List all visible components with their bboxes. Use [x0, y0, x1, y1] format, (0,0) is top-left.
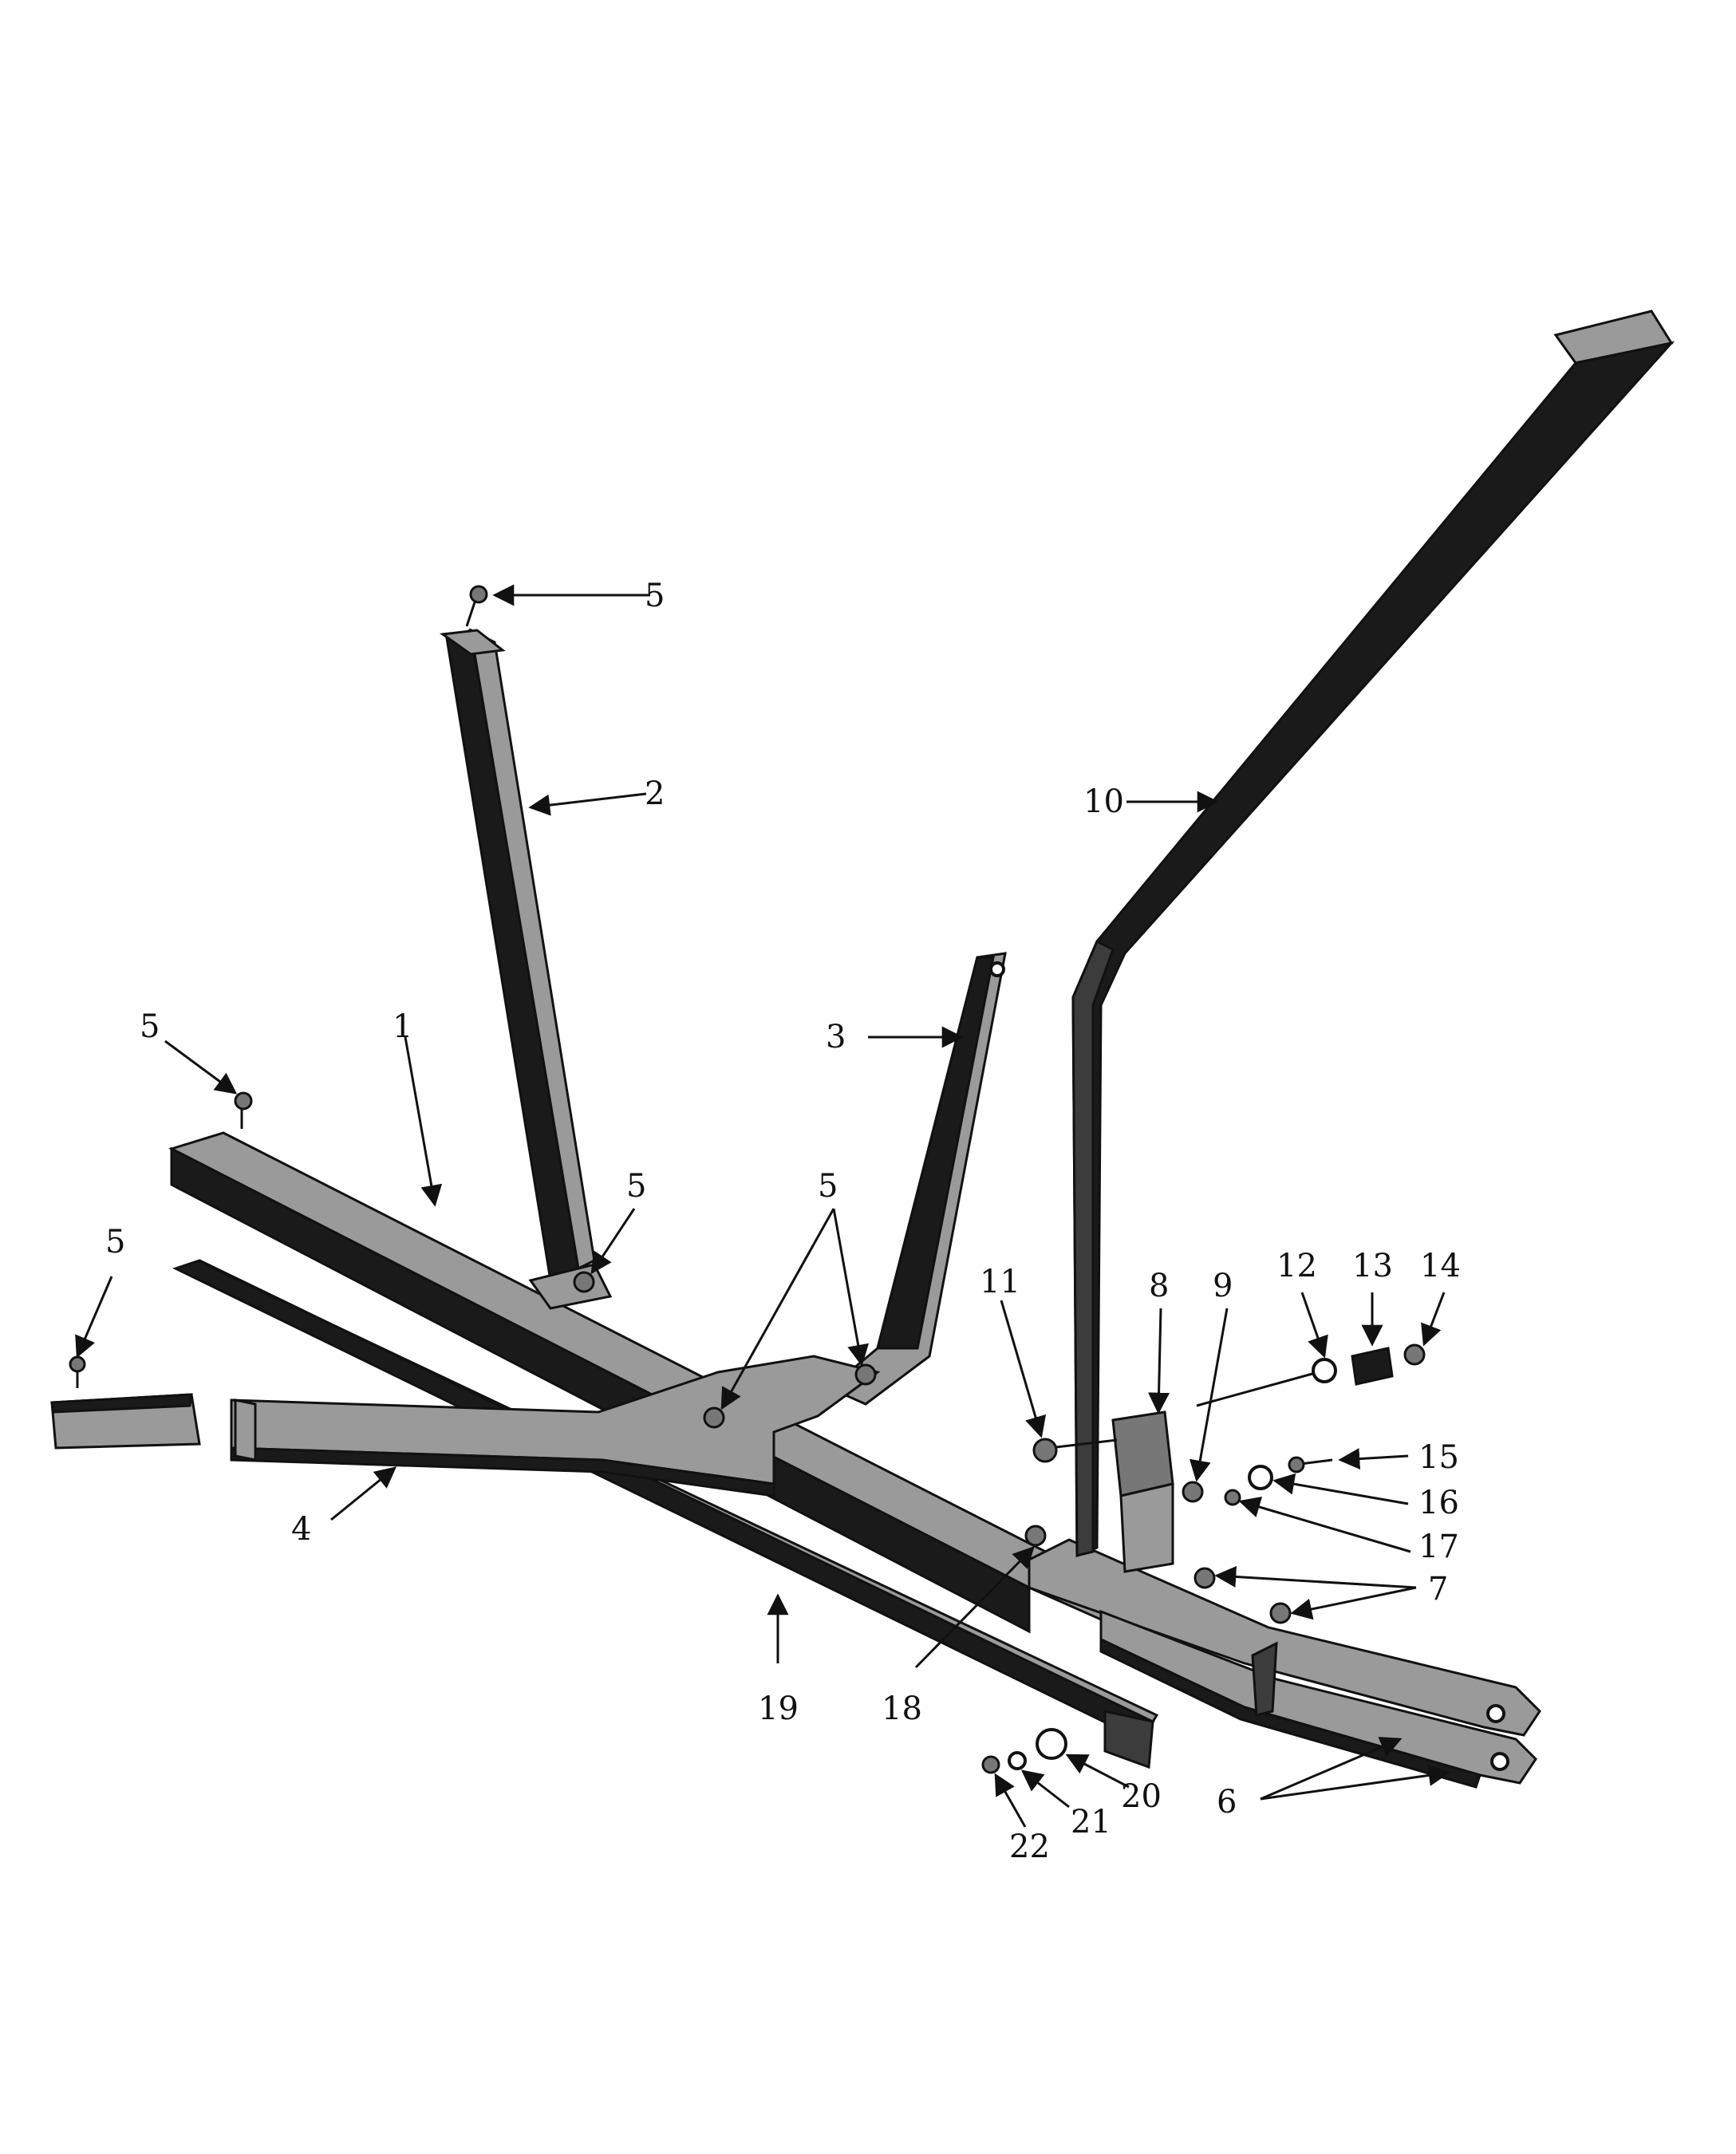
callout-10: 10: [1083, 783, 1124, 820]
callout-7: 7: [1428, 1571, 1448, 1608]
callout-5-far-left: 5: [105, 1224, 125, 1260]
angled-brace: [827, 952, 1007, 1406]
pivot-bracket: [1111, 1410, 1204, 1573]
callout-21: 21: [1071, 1804, 1111, 1840]
callout-19: 19: [758, 1690, 799, 1727]
fastener-parts: [981, 1525, 1067, 1774]
callout-5-left: 5: [140, 1008, 160, 1045]
callout-15: 15: [1418, 1439, 1459, 1476]
callout-18: 18: [882, 1690, 922, 1727]
callout-3: 3: [826, 1019, 846, 1055]
callout-9: 9: [1213, 1268, 1233, 1304]
callout-11: 11: [980, 1264, 1020, 1300]
callout-16: 16: [1418, 1485, 1459, 1521]
callout-12: 12: [1276, 1248, 1317, 1284]
callout-1: 1: [393, 1008, 412, 1045]
parts: [50, 310, 1675, 1789]
callout-13: 13: [1352, 1248, 1393, 1284]
callout-20: 20: [1121, 1778, 1162, 1815]
callout-6: 6: [1217, 1784, 1237, 1821]
callout-5-top: 5: [645, 578, 665, 614]
lower-rail-part: [172, 1259, 1159, 1769]
callout-8: 8: [1149, 1268, 1169, 1304]
callout-2: 2: [645, 775, 665, 812]
cross-bar: [230, 1355, 881, 1497]
long-handle: [1071, 310, 1675, 1558]
main-frame-beam: [168, 1131, 1144, 1634]
callout-17: 17: [1418, 1529, 1459, 1565]
callout-5-brace: 5: [818, 1168, 838, 1205]
bolt-part: [1032, 1438, 1118, 1463]
callout-14: 14: [1420, 1248, 1461, 1284]
callout-22: 22: [1009, 1829, 1050, 1865]
beam-section-part: [50, 1393, 201, 1450]
callout-labels: 1 2 3 4 5 5 5 5 5 6 7 8 9 10 11 12 13 14…: [105, 578, 1461, 1865]
upright-strut: [439, 628, 613, 1310]
leader-arrows: [75, 584, 1450, 1828]
hardware-parts: [1196, 1343, 1426, 1506]
callout-5-strut-base: 5: [626, 1168, 646, 1205]
callout-4: 4: [291, 1511, 311, 1548]
